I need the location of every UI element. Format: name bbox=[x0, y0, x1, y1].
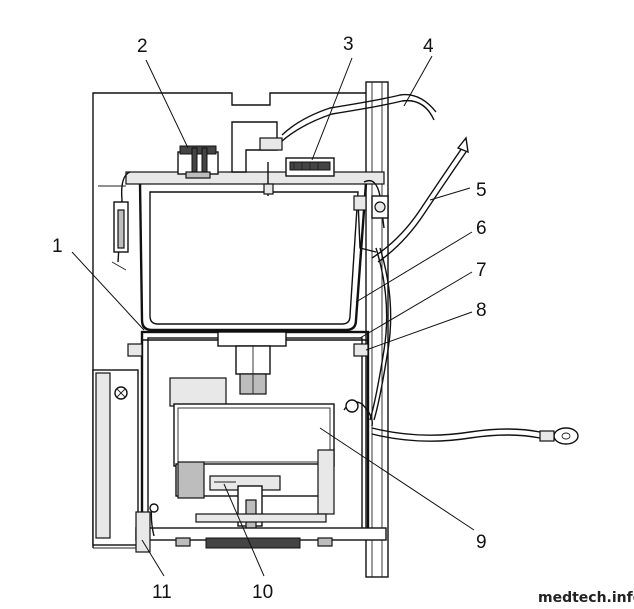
callout-1: 1 bbox=[52, 236, 63, 257]
callout-4: 4 bbox=[423, 36, 434, 57]
callout-9: 9 bbox=[476, 532, 487, 553]
cap-item-3 bbox=[285, 157, 335, 177]
callout-10: 10 bbox=[252, 582, 273, 603]
ground-cable bbox=[343, 399, 579, 445]
leader-lines bbox=[71, 55, 475, 577]
drive-assembly-item-10 bbox=[175, 449, 335, 537]
watermark: medtech.info bbox=[538, 590, 634, 606]
callout-11: 11 bbox=[152, 582, 172, 603]
callout-8: 8 bbox=[476, 300, 487, 321]
callout-3: 3 bbox=[343, 34, 354, 55]
rear-housing bbox=[92, 92, 375, 549]
callout-5: 5 bbox=[476, 180, 487, 201]
pressure-line-bracket bbox=[353, 179, 389, 253]
wire-item-5 bbox=[371, 136, 469, 263]
motor-item-9 bbox=[169, 377, 335, 467]
cable-item-4 bbox=[281, 93, 437, 142]
cap-item-2 bbox=[177, 145, 219, 179]
valve-fitting bbox=[231, 121, 283, 196]
base-plate bbox=[135, 503, 387, 553]
callout-7: 7 bbox=[476, 260, 487, 281]
side-plate bbox=[92, 369, 139, 546]
upper-chamber bbox=[98, 171, 385, 332]
callout-6: 6 bbox=[476, 218, 487, 239]
heater-wire-right bbox=[369, 247, 392, 421]
lid-latch bbox=[111, 171, 131, 271]
right-rail bbox=[365, 81, 389, 578]
callout-2: 2 bbox=[137, 36, 148, 57]
motor-shaft bbox=[217, 331, 287, 395]
